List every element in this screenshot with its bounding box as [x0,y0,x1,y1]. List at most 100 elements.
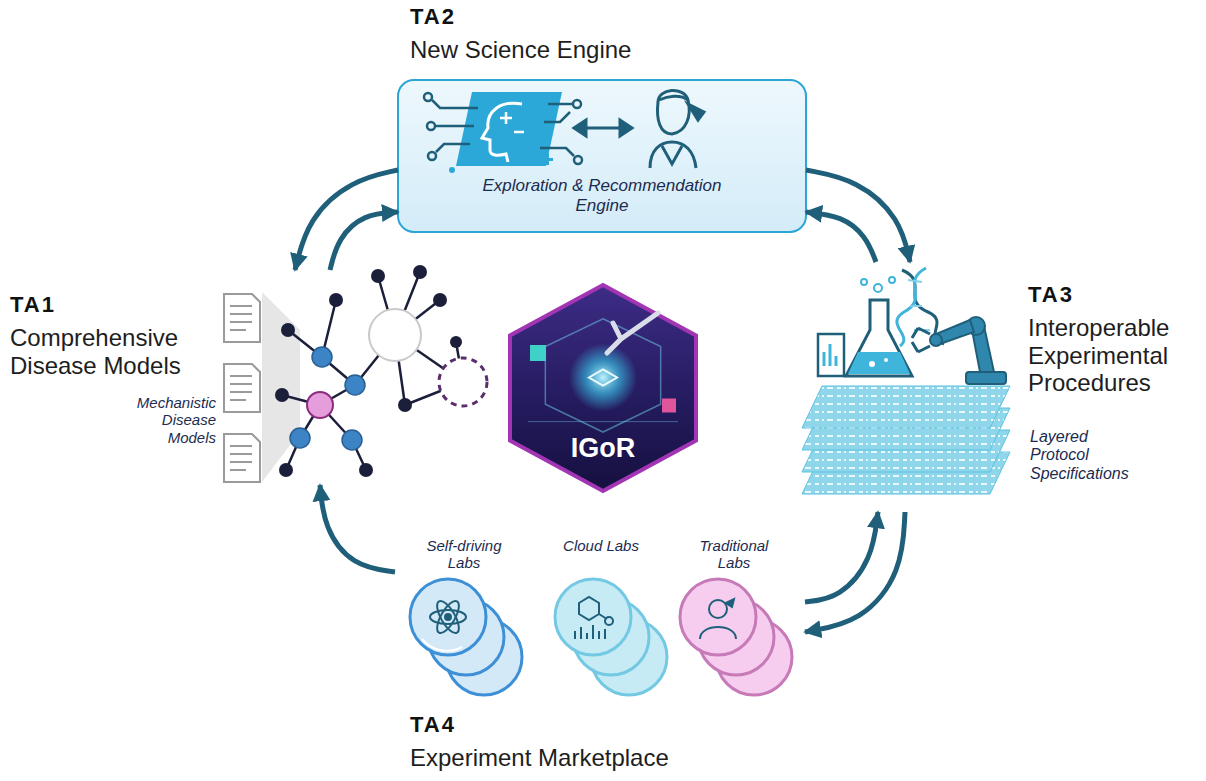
disease-network [279,463,293,477]
disease-network [371,269,385,283]
ai-head-icon [436,125,474,128]
marketplace-area: Self-driving Labs Cloud Labs Traditional L… [395,532,805,779]
ai-head-icon [427,122,435,130]
protocol-layers [802,386,1010,428]
area-title: Interoperable Experimental Procedures [1028,314,1196,397]
program-name: IGoR [538,433,668,464]
lab-flask [846,300,912,376]
disease-network [290,428,310,448]
document-icons [230,306,252,470]
cube [662,399,676,413]
area-title: Comprehensive Disease Models [10,324,240,379]
document-icons [230,306,252,330]
ai-head-icon [424,92,582,173]
disease-network [275,388,289,402]
lab-flask [861,277,895,292]
cycle-arrow [805,512,905,632]
area-number: TA3 [1028,282,1148,307]
ai-head-icon [456,92,562,166]
ai-head-icon [424,93,432,101]
lab-flask [869,361,875,367]
lab-flask [884,358,888,362]
document-icons [224,292,300,482]
circuit-line [528,421,678,422]
disease-network [342,430,362,450]
lab-type: Traditional Labs [684,537,784,572]
robot-arm [912,317,1006,384]
ai-head-icon [544,112,570,122]
double-arrow [574,120,632,136]
lab-circle [555,579,631,655]
lab-circle: Traditional Labs [670,537,800,707]
protocol-area: TA3Interoperable Experimental Procedures… [795,262,1200,512]
scientist-icon [650,90,704,168]
double-arrow [620,120,632,136]
dna-helix [908,280,930,330]
area-title: New Science Engine [410,36,790,64]
hexagon-outline [510,285,696,491]
lab-circle: Cloud Labs [545,537,670,707]
robot-arm [966,372,1006,384]
lab-flask [848,352,910,374]
cycle-arrow [806,170,910,262]
ai-head-icon [432,100,478,108]
engine-panel [398,80,806,232]
ai-head-icon [436,144,470,152]
ai-head-icon [449,167,455,173]
robot-hand [607,313,658,353]
igor-hexagon: IGoR [508,283,698,493]
scientist-icon [662,146,682,164]
ai-head-icon [574,156,582,164]
disease-network [282,272,463,470]
double-arrow [574,120,586,136]
ai-head-icon [542,154,553,165]
disease-network [345,375,365,395]
area-number: TA1 [10,292,130,317]
scientist-icon [688,104,704,120]
scientist-icon [658,90,690,134]
disease-network [281,323,295,337]
scientist-icon [659,96,688,100]
disease-network [369,309,421,361]
robot-arm [930,334,942,346]
illustration-caption: Mechanistic Disease Models [122,394,216,446]
cycle-arrow [320,485,395,572]
scientist-icon [650,142,696,168]
lab-flask [818,334,844,376]
lab-icon [700,599,736,639]
double-arrow [582,127,624,130]
dna-helix [897,268,944,346]
illustration-caption: Layered Protocol Specifications [1030,428,1142,483]
ai-head-icon [540,148,574,156]
lab-flask [889,277,895,283]
ai-head-icon [500,112,524,132]
lab-circle [410,579,486,655]
disease-network [329,293,343,307]
lab-flask [824,344,836,366]
lab-flask [874,284,882,292]
disease-network [275,265,487,477]
disease-network [359,463,373,477]
document-icons [224,364,260,412]
lab-type: Cloud Labs [561,537,641,554]
cycle-arrow [806,212,876,262]
robot-arm [912,328,930,352]
disease-network [307,392,333,418]
area-number: TA4 [410,712,530,737]
document-icons [224,294,260,342]
lab-circles [545,537,670,707]
lab-flask [861,279,867,285]
document-icons [224,434,260,482]
lab-circle: Self-driving Labs [400,537,535,707]
cycle-arrow [330,212,398,270]
disease-network [413,265,427,279]
document-icons [230,376,252,400]
disease-network [450,336,462,348]
panel-caption: Exploration & Recommendation Engine [456,176,748,215]
lab-icon [422,598,466,651]
lab-icon [575,597,613,639]
lab-circle [680,579,756,655]
document-icons [230,446,252,470]
engine-panel [398,80,806,232]
